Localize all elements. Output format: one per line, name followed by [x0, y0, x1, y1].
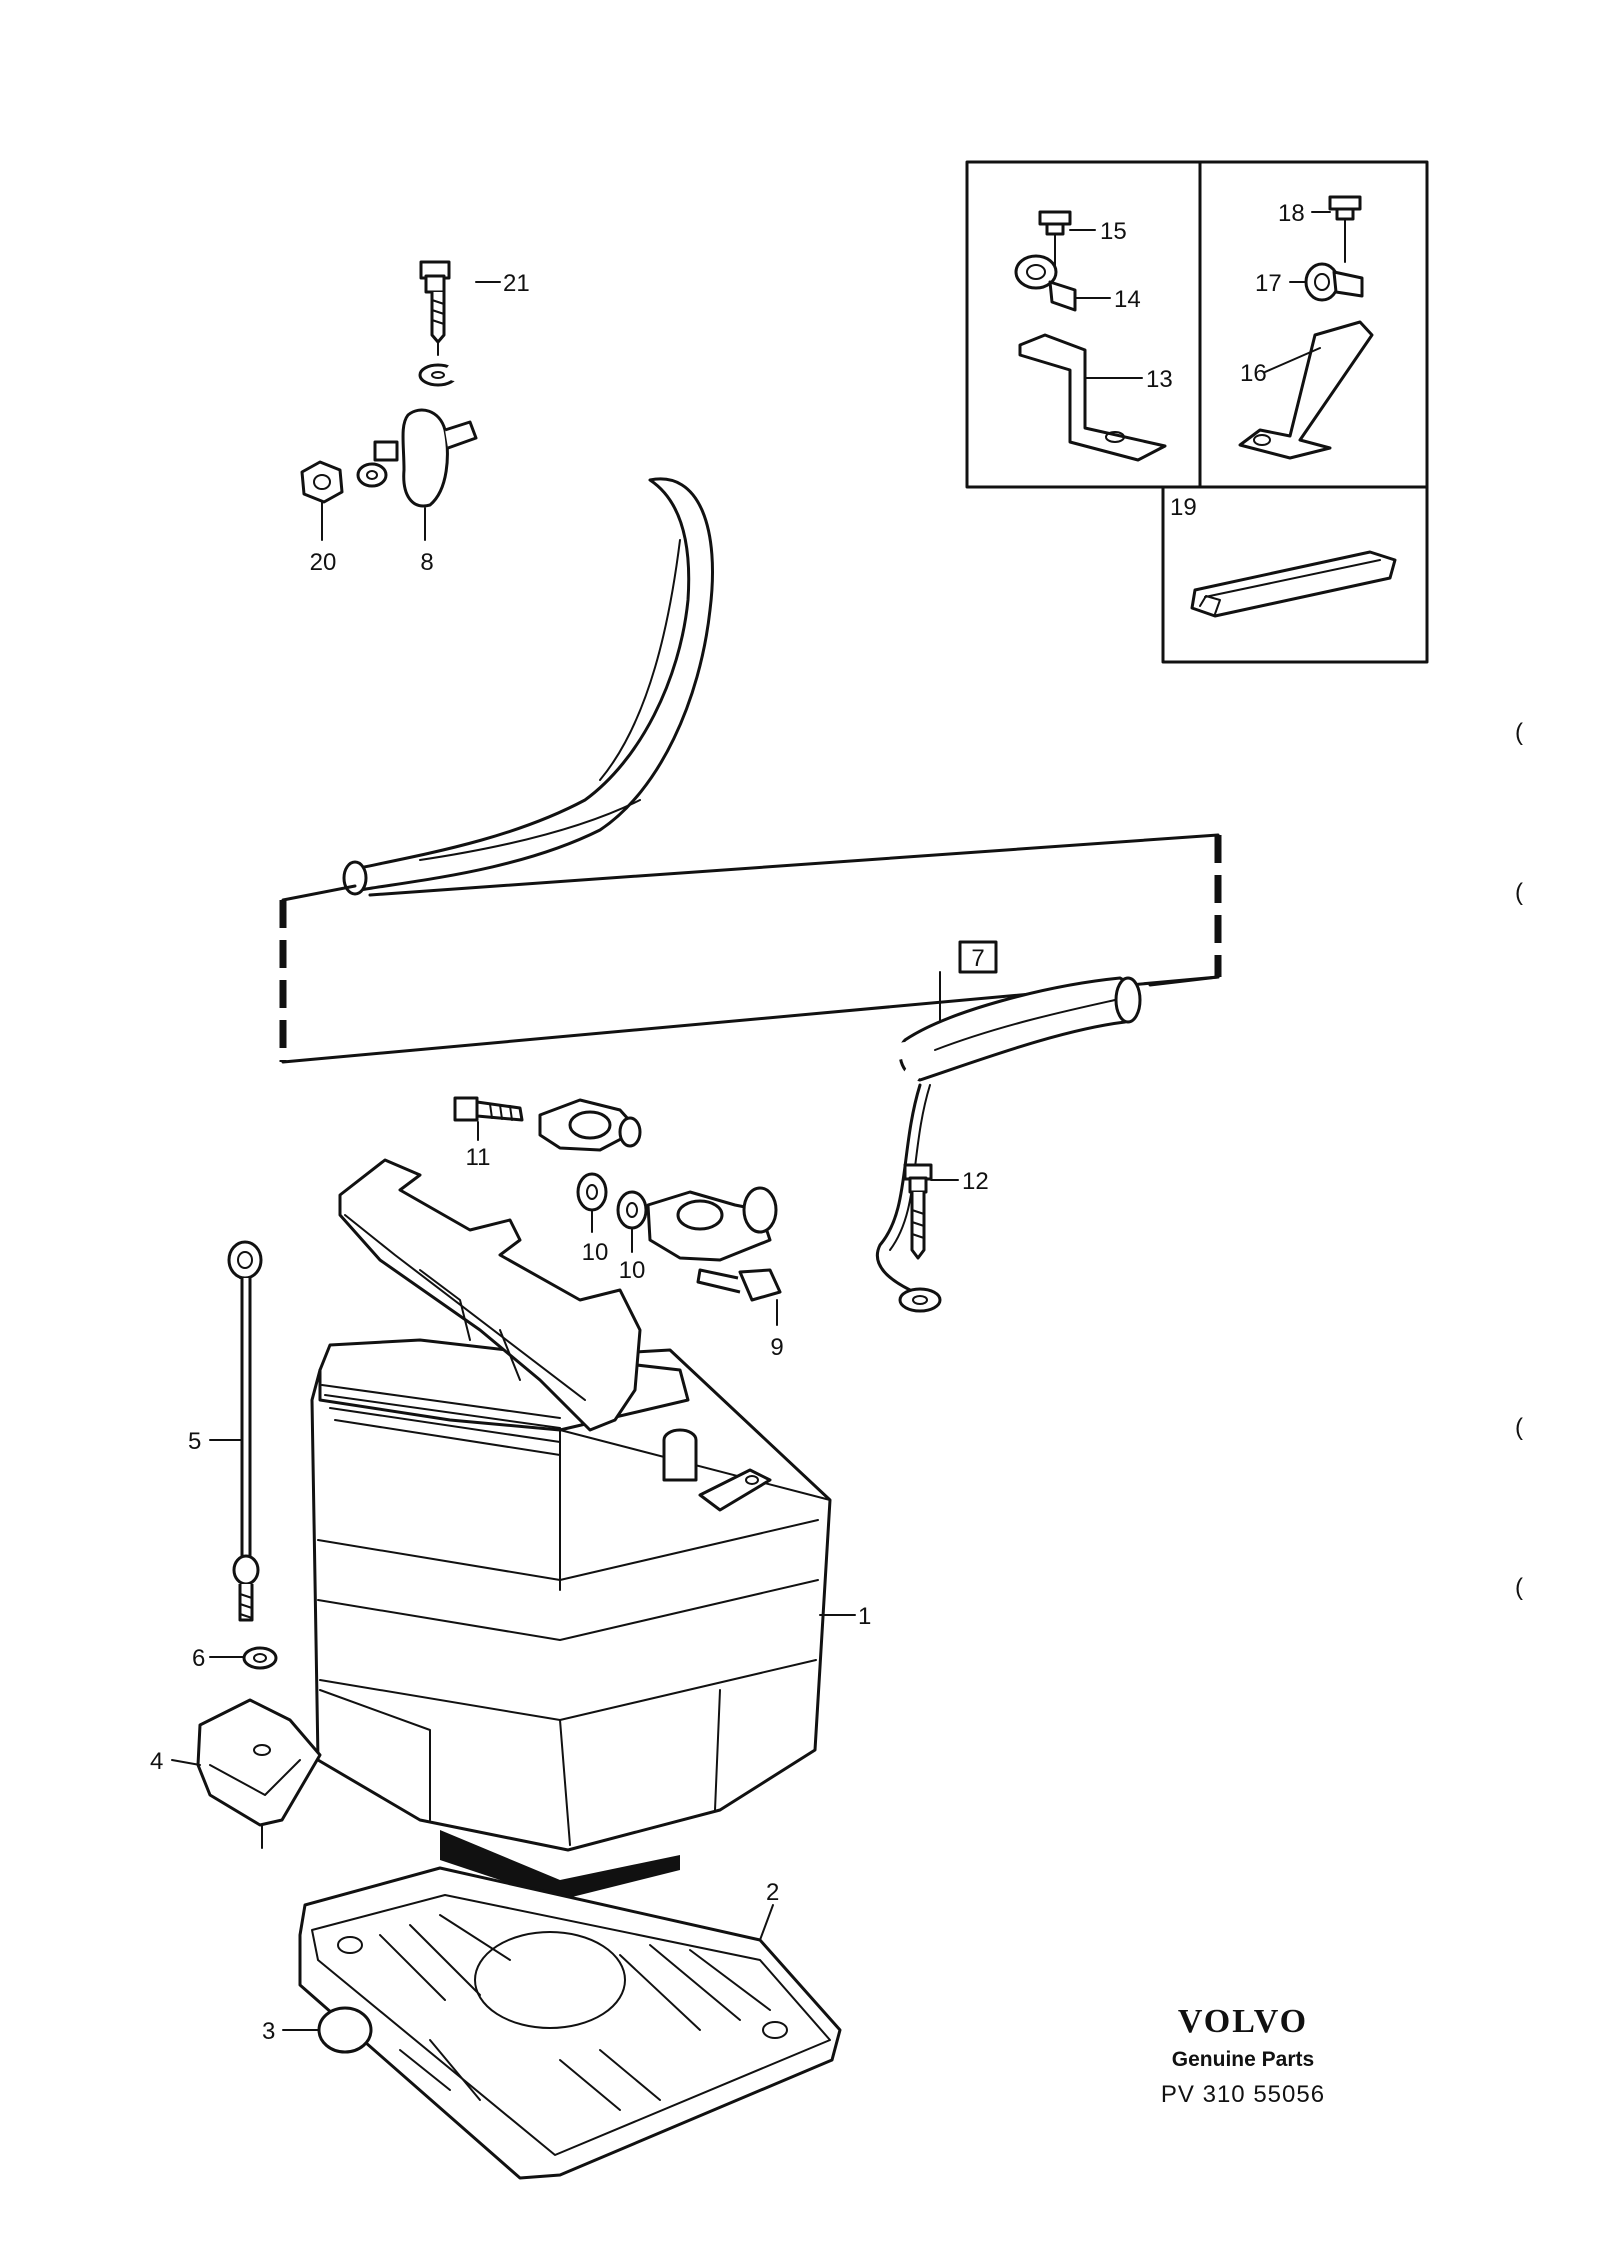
upper-cable-assembly — [300, 260, 722, 896]
terminal-cover — [338, 1158, 642, 1432]
terminal-clamp-upper — [538, 1098, 642, 1152]
inset-panel — [965, 160, 1429, 664]
callout-21: 21 — [503, 270, 530, 297]
leader-lines — [171, 211, 1331, 2031]
callout-2: 2 — [766, 1879, 779, 1906]
margin-mark: ( — [1515, 1414, 1523, 1441]
part-17-grommet — [1304, 262, 1364, 302]
callout-14: 14 — [1114, 286, 1141, 313]
callout-10b: 10 — [619, 1257, 646, 1284]
part-15-bolt — [1038, 210, 1072, 271]
callout-16: 16 — [1240, 360, 1267, 387]
callout-7: 7 — [971, 945, 984, 972]
margin-mark: ( — [1515, 879, 1523, 906]
part-14-clip — [1014, 254, 1077, 312]
callout-15: 15 — [1100, 218, 1127, 245]
callout-1: 1 — [858, 1603, 871, 1630]
diagram-code: PV 310 55056 — [1161, 2081, 1325, 2108]
callout-17: 17 — [1255, 270, 1282, 297]
callout-labels: 21 20 8 15 14 13 18 17 16 19 7 11 10 10 … — [150, 200, 1305, 2045]
part-11-bolt — [453, 1096, 524, 1122]
callout-13: 13 — [1146, 366, 1173, 393]
part-16-bracket — [1238, 320, 1374, 460]
part-8-grommet — [401, 408, 478, 508]
margin-marks: ( ( ( ( — [1515, 719, 1523, 1601]
callout-11: 11 — [466, 1144, 491, 1171]
part-6-washer — [242, 1646, 278, 1670]
callout-4: 4 — [150, 1748, 163, 1775]
part-3-plug — [317, 2006, 373, 2054]
callout-10a: 10 — [582, 1239, 609, 1266]
lower-cable-assembly — [453, 940, 1142, 1313]
callout-18: 18 — [1278, 200, 1305, 227]
part-20-nut — [300, 460, 344, 504]
callout-5: 5 — [188, 1428, 201, 1455]
part-5-rod — [227, 1240, 263, 1622]
terminal-clamp-lower — [646, 1186, 778, 1262]
part-1-battery — [310, 1338, 832, 1900]
callout-3: 3 — [262, 2018, 275, 2045]
part-4-clamp — [196, 1698, 322, 1827]
callout-8: 8 — [420, 549, 433, 576]
brand-logo: VOLVO — [1178, 2003, 1308, 2040]
part-9-bolt — [696, 1268, 782, 1302]
part-12-bolt — [903, 1163, 933, 1260]
part-7-box — [958, 940, 998, 974]
part-18-bolt — [1328, 195, 1362, 263]
brand-tagline: Genuine Parts — [1172, 2048, 1314, 2071]
part-19-channel — [1190, 550, 1397, 618]
callout-19: 19 — [1170, 494, 1197, 521]
part-21-bolt — [419, 260, 451, 344]
callout-9: 9 — [770, 1334, 783, 1361]
margin-mark: ( — [1515, 1574, 1523, 1601]
callout-12: 12 — [962, 1168, 989, 1195]
margin-mark: ( — [1515, 719, 1523, 746]
part-2-tray — [298, 1866, 842, 2180]
callout-6: 6 — [192, 1645, 205, 1672]
brand-block: VOLVO Genuine Parts PV 310 55056 — [1161, 2003, 1325, 2108]
callout-20: 20 — [310, 549, 337, 576]
part-13-bracket — [1018, 333, 1167, 462]
